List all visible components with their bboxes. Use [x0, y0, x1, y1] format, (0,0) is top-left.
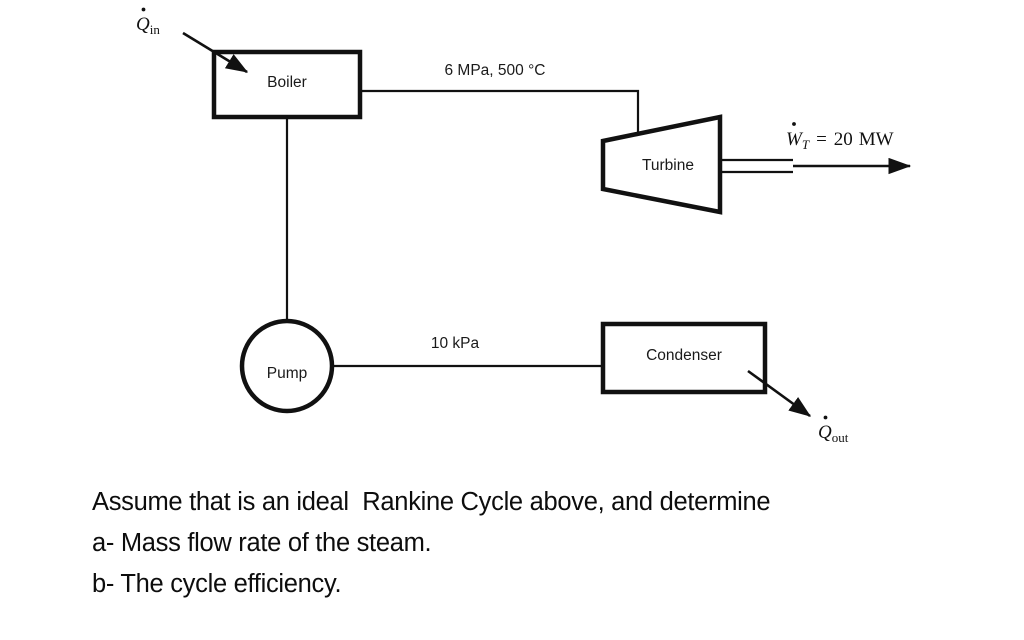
question-text-block: Assume that is an ideal Rankine Cycle ab…	[92, 482, 972, 605]
heat-out-subscript: out	[832, 430, 849, 445]
work-overdot	[792, 122, 796, 126]
turbine-label: Turbine	[642, 157, 694, 174]
work-equals-sign: =	[816, 129, 827, 150]
condenser-box	[600, 321, 768, 395]
pump-circle	[239, 318, 335, 414]
question-item-a: a- Mass flow rate of the steam.	[92, 529, 432, 557]
stream-label-pump-condenser: 10 kPa	[431, 335, 480, 352]
heat-in-label-group: Qin	[136, 7, 160, 37]
heat-in-overdot	[141, 7, 146, 12]
heat-in-arrow	[182, 31, 249, 74]
heat-in-symbol: Qin	[136, 14, 160, 37]
work-subscript: T	[802, 137, 810, 152]
heat-out-arrow	[747, 369, 812, 418]
work-turbine-expression: WT = 20 MW	[786, 129, 894, 152]
work-unit: MW	[859, 129, 894, 150]
stream-label-boiler-turbine: 6 MPa, 500 °C	[445, 62, 546, 79]
heat-out-overdot	[823, 415, 828, 420]
work-turbine-label-group: WT = 20 MW	[786, 122, 894, 152]
turbine-shape	[600, 114, 723, 215]
heat-out-symbol-letter: Q	[818, 422, 832, 443]
condenser-label: Condenser	[646, 347, 722, 364]
heat-out-symbol: Qout	[818, 422, 849, 445]
heat-in-symbol-letter: Q	[136, 14, 150, 35]
question-item-b: b- The cycle efficiency.	[92, 570, 342, 598]
work-symbol-letter: W	[786, 129, 804, 150]
heat-in-subscript: in	[150, 22, 161, 37]
work-value: 20	[834, 129, 853, 150]
question-prompt: Assume that is an ideal Rankine Cycle ab…	[92, 488, 771, 516]
pipe-boiler-to-turbine	[360, 89, 640, 136]
heat-out-label-group: Qout	[818, 415, 849, 445]
boiler-label: Boiler	[267, 74, 307, 91]
pump-label: Pump	[267, 365, 308, 382]
